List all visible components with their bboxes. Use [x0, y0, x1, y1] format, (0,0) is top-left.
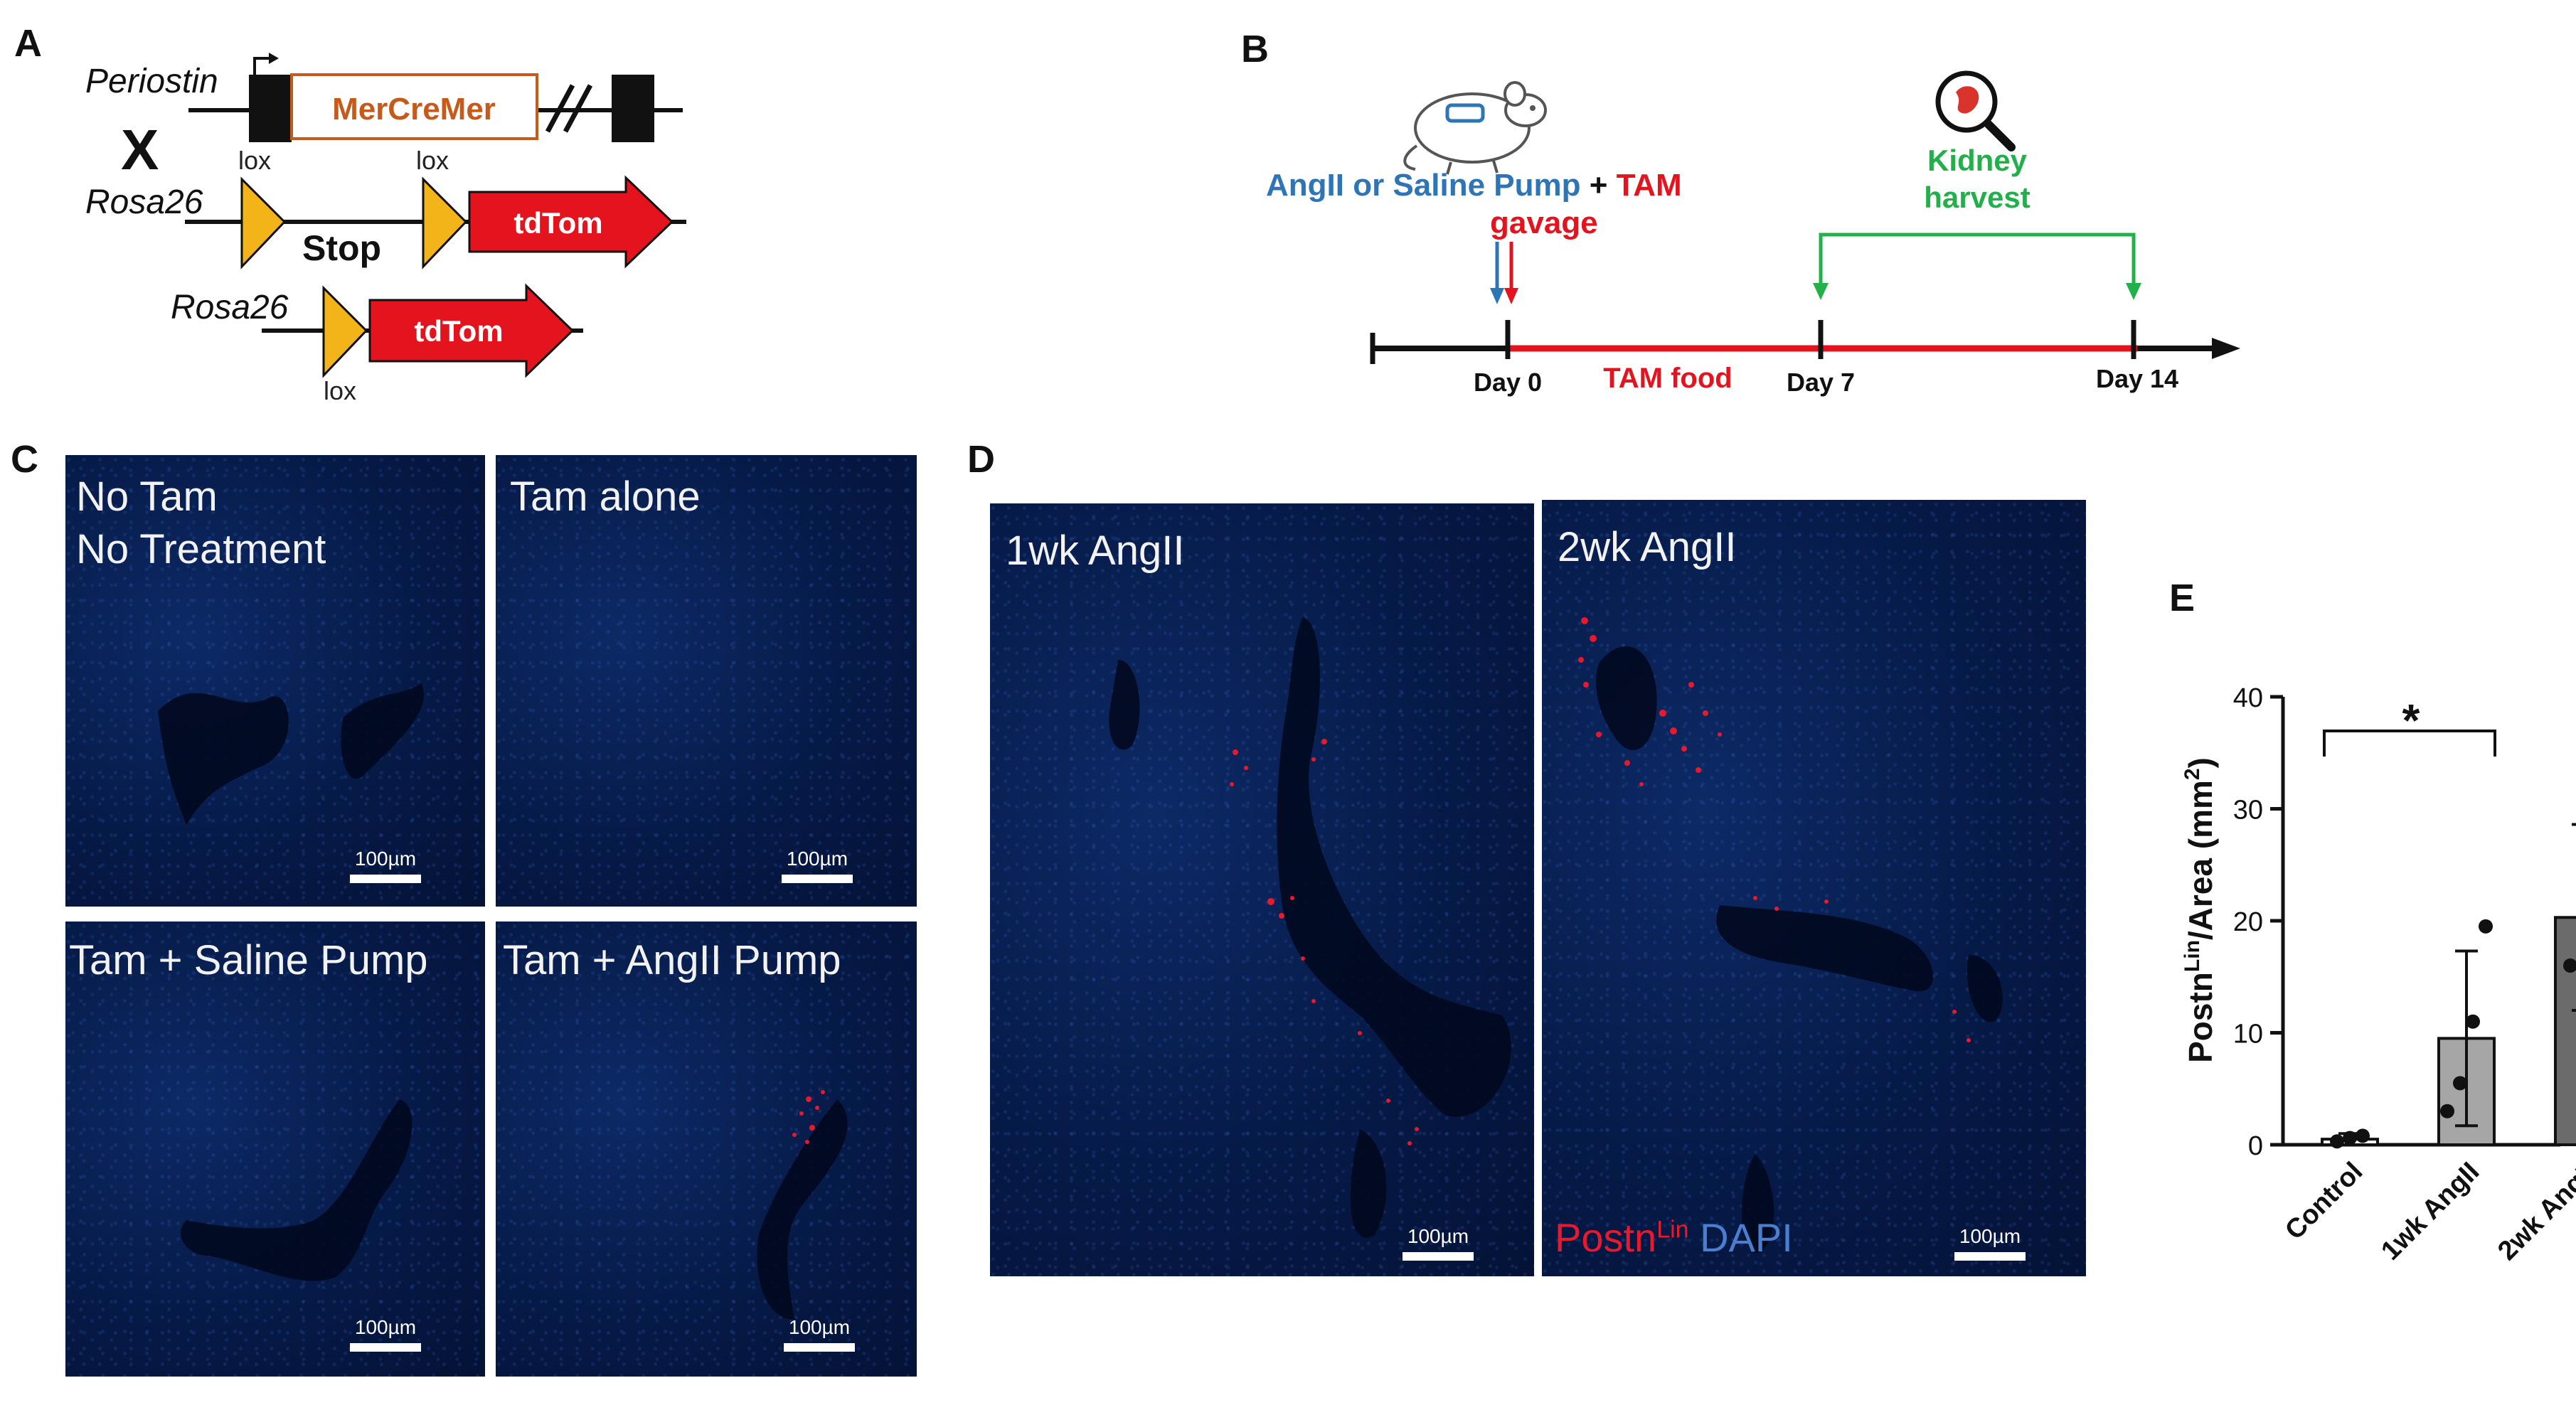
kidney-magnifier-icon: [1935, 70, 2016, 151]
micrograph-c3-label: Tam + Saline Pump: [69, 937, 428, 983]
mercremer-text: MerCreMer: [332, 92, 496, 127]
micrograph-d1: 1wk AngII 100µm: [990, 503, 1534, 1276]
y-tick-label: 30: [2233, 796, 2263, 826]
lox-triangle-2: [422, 176, 468, 269]
tdtom-label-2: tdTom: [414, 314, 503, 348]
x-tick-label: Control: [2279, 1157, 2368, 1246]
lox-label-1: lox: [238, 146, 271, 175]
legend-dapi: DAPI: [1688, 1215, 1793, 1260]
pump-text: AngII or Saline Pump + TAM: [1266, 168, 1682, 203]
panel-e-letter: E: [2169, 577, 2196, 619]
micrograph-c3: Tam + Saline Pump 100µm: [65, 921, 485, 1377]
data-point: [2330, 1134, 2344, 1149]
panel-b-timeline: AngII or Saline Pump + TAM gavage Kidney…: [1266, 70, 2240, 397]
lox-label-3: lox: [324, 376, 356, 405]
scale-bar: [782, 875, 853, 883]
data-point: [2563, 958, 2576, 973]
periostin-label: Periostin: [85, 63, 218, 100]
y-tick-label: 0: [2248, 1131, 2263, 1161]
x-tick-label: 2wk AngII: [2492, 1157, 2576, 1266]
bar: [2554, 916, 2576, 1146]
rosa26-label-1: Rosa26: [85, 183, 203, 221]
scale-bar-label: 100µm: [354, 1316, 417, 1338]
micrograph-c4: Tam + AngII Pump 100µm: [496, 921, 917, 1377]
micrograph-d2: 2wk AngII PostnLin DAPI 100µm: [1542, 500, 2086, 1276]
scale-bar: [784, 1343, 855, 1352]
gavage-label: gavage: [1490, 205, 1598, 240]
day0-label: Day 0: [1474, 368, 1542, 397]
kidney-label-1: Kidney: [1927, 144, 2028, 177]
y-tick-label: 10: [2233, 1020, 2263, 1049]
lox-label-2: lox: [416, 146, 449, 175]
micrograph-d1-label: 1wk AngII: [1006, 528, 1185, 574]
stop-label: Stop: [302, 228, 381, 268]
micrograph-c1-label: No Tam No Treatment: [76, 474, 326, 572]
data-point: [2466, 1014, 2480, 1029]
lox-triangle-1: [240, 176, 287, 269]
scale-bar-label: 100µm: [1959, 1225, 2021, 1247]
scale-bar-label: 100µm: [1407, 1225, 1469, 1247]
y-axis-title: PostnLin/Area (mm2): [2181, 757, 2219, 1063]
scale-bar: [350, 1343, 421, 1352]
scale-bar: [350, 875, 421, 883]
stain-legend: PostnLin DAPI: [1555, 1214, 1793, 1261]
mercremer-box: [290, 73, 538, 140]
panel-c-letter: C: [11, 438, 38, 481]
pump-part1: AngII or Saline Pump: [1266, 168, 1581, 203]
periostin-exon-1: [249, 75, 292, 142]
significance-bracket: [2323, 730, 2496, 757]
panel-a-letter: A: [14, 22, 42, 65]
y-tick-label: 20: [2233, 907, 2263, 937]
scale-bar-label: 100µm: [786, 848, 848, 870]
micrograph-c2: Tam alone 100µm: [496, 455, 917, 907]
data-point: [2479, 919, 2493, 934]
legend-postn: Postn: [1555, 1215, 1657, 1260]
data-point: [2453, 1076, 2467, 1091]
tam-food-label: TAM food: [1603, 363, 1732, 394]
periostin-exon-2: [612, 75, 654, 142]
cross-symbol: X: [121, 118, 159, 181]
kidney-label-2: harvest: [1924, 181, 2030, 214]
promoter-arrow-icon: [253, 57, 270, 75]
scale-bar: [1403, 1252, 1474, 1261]
legend-postn-sup: Lin: [1656, 1216, 1689, 1244]
x-tick-label: 1wk AngII: [2375, 1157, 2485, 1266]
break-mark-2: [563, 84, 593, 133]
data-point: [2343, 1131, 2357, 1145]
micrograph-c4-label: Tam + AngII Pump: [503, 937, 841, 983]
lox-triangle-3: [322, 285, 368, 378]
mouse-icon: [1403, 81, 1547, 175]
micrograph-c2-label: Tam alone: [510, 474, 701, 520]
tdtom-arrow-2: [368, 283, 575, 378]
micrograph-c1: No Tam No Treatment 100µm: [65, 455, 485, 907]
panel-b-letter: B: [1241, 28, 1269, 70]
scale-bar-label: 100µm: [354, 848, 417, 870]
panel-d-letter: D: [967, 438, 995, 481]
scale-bar-label: 100µm: [788, 1316, 851, 1338]
day14-label: Day 14: [2096, 364, 2178, 393]
tdtom-label-1: tdTom: [513, 206, 602, 240]
scale-bar: [1954, 1252, 2026, 1261]
break-mark-1: [545, 84, 575, 133]
data-point: [2440, 1104, 2454, 1118]
rosa26-label-2: Rosa26: [171, 289, 289, 326]
pump-tam: TAM: [1617, 168, 1682, 203]
pump-plus: +: [1581, 168, 1617, 203]
panel-a-construct-diagram: MerCreMer Periostin X Rosa26 lox lox Sto…: [85, 53, 686, 405]
data-point: [2356, 1128, 2370, 1143]
significance-star: *: [2402, 695, 2420, 746]
y-tick-label: 40: [2233, 683, 2263, 713]
day7-label: Day 7: [1787, 368, 1855, 397]
tdtom-arrow-1: [468, 175, 674, 269]
micrograph-d2-label: 2wk AngII: [1558, 524, 1737, 570]
